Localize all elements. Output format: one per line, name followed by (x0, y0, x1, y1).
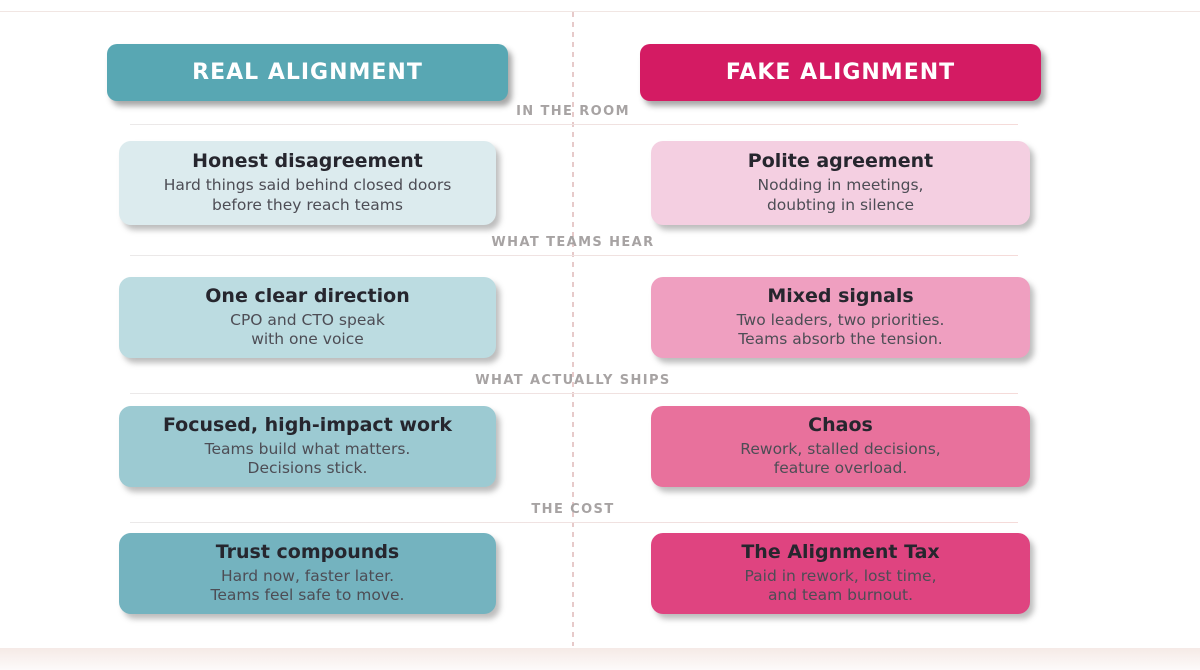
card-title: One clear direction (205, 284, 410, 307)
card-body-line: and team burnout. (767, 586, 914, 605)
card-title: Trust compounds (215, 540, 400, 563)
background-gradient (0, 648, 1200, 670)
card-body-line: Hard now, faster later. (220, 566, 395, 585)
section-label-what-teams-hear: WHAT TEAMS HEAR (491, 235, 655, 250)
card-title: Polite agreement (747, 150, 934, 173)
card-body-line: Hard things said behind closed doors (163, 176, 452, 195)
section-label-in-the-room: IN THE ROOM (516, 104, 630, 119)
card-body-line: Teams feel safe to move. (210, 586, 405, 605)
section-rule (130, 255, 1018, 256)
section-rule (130, 393, 1018, 394)
card-fake-mixed-signals: Mixed signals Two leaders, two prioritie… (651, 277, 1030, 358)
card-title: Mixed signals (767, 284, 914, 307)
card-body-line: Two leaders, two priorities. (736, 310, 945, 329)
card-body-line: with one voice (251, 330, 364, 349)
card-real-focused-work: Focused, high-impact work Teams build wh… (119, 406, 496, 487)
center-dashed-divider (572, 12, 574, 646)
card-fake-alignment-tax: The Alignment Tax Paid in rework, lost t… (651, 533, 1030, 614)
card-body-line: CPO and CTO speak (230, 310, 385, 329)
card-body-line: Nodding in meetings, (757, 176, 924, 195)
section-rule (130, 124, 1018, 125)
card-fake-polite-agreement: Polite agreement Nodding in meetings, do… (651, 141, 1030, 225)
fake-alignment-header: FAKE ALIGNMENT (640, 44, 1041, 101)
card-fake-chaos: Chaos Rework, stalled decisions, feature… (651, 406, 1030, 487)
card-top-edge (0, 11, 1200, 12)
card-body-line: Paid in rework, lost time, (744, 566, 937, 585)
real-alignment-header: REAL ALIGNMENT (107, 44, 508, 101)
card-title: Focused, high-impact work (162, 413, 453, 436)
card-title: Chaos (808, 413, 873, 436)
card-body-line: Teams build what matters. (204, 439, 411, 458)
card-body-line: Rework, stalled decisions, (740, 439, 941, 458)
section-rule (130, 522, 1018, 523)
card-title: The Alignment Tax (741, 540, 940, 563)
card-body-line: Teams absorb the tension. (738, 330, 943, 349)
card-real-trust-compounds: Trust compounds Hard now, faster later. … (119, 533, 496, 614)
card-body-line: before they reach teams (212, 195, 403, 214)
card-body-line: feature overload. (773, 459, 908, 478)
card-real-honest-disagreement: Honest disagreement Hard things said beh… (119, 141, 496, 225)
card-body-line: Decisions stick. (247, 459, 368, 478)
section-label-the-cost: THE COST (531, 502, 615, 517)
card-title: Honest disagreement (192, 150, 423, 173)
section-label-what-actually-ships: WHAT ACTUALLY SHIPS (475, 373, 671, 388)
card-real-one-clear-direction: One clear direction CPO and CTO speak wi… (119, 277, 496, 358)
card-body-line: doubting in silence (766, 195, 915, 214)
